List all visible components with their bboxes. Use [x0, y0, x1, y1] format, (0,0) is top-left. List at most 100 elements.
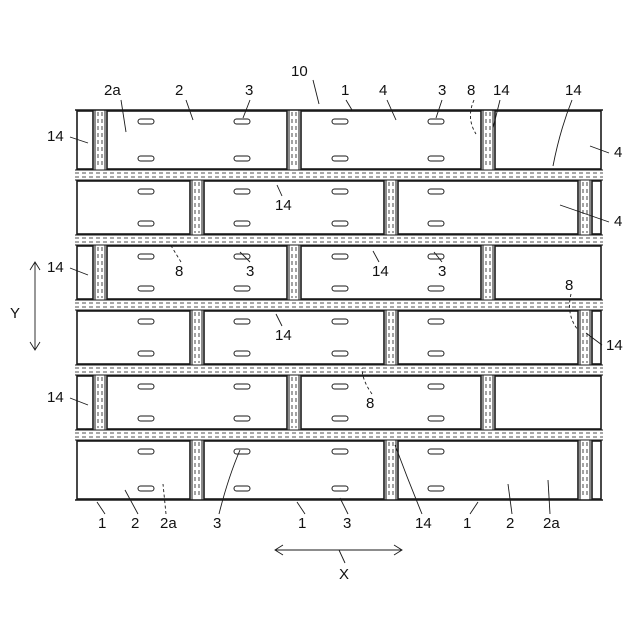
fastener-slot	[332, 254, 348, 259]
fastener-slots	[138, 119, 444, 491]
leader-1-bottom-left	[97, 502, 105, 514]
fastener-slot	[234, 286, 250, 291]
fastener-slot	[332, 221, 348, 226]
label-3-bottom-mid: 3	[343, 515, 351, 532]
fastener-slot	[428, 449, 444, 454]
fastener-slot	[234, 416, 250, 421]
leader-14-bottom	[395, 445, 422, 514]
fastener-slot	[138, 221, 154, 226]
leader-14-left-row1	[70, 137, 88, 143]
fastener-slot	[138, 189, 154, 194]
fastener-slot	[428, 221, 444, 226]
fastener-slot	[332, 416, 348, 421]
label-8-top: 8	[467, 82, 475, 99]
fastener-slot	[234, 119, 250, 124]
fastener-slot	[234, 486, 250, 491]
fastener-slot	[138, 119, 154, 124]
brick-tile	[204, 181, 384, 234]
label-14-row4: 14	[275, 327, 292, 344]
label-1-bottom-left: 1	[98, 515, 106, 532]
brick-tile	[398, 311, 578, 364]
label-14-left-row5: 14	[47, 389, 64, 406]
brick-tile	[301, 111, 481, 169]
label-14-row3: 14	[372, 263, 389, 280]
label-2-bottom-left: 2	[131, 515, 139, 532]
leader-14-row2	[277, 185, 282, 196]
fastener-slot	[332, 156, 348, 161]
fastener-slot	[234, 449, 250, 454]
label-14-left-row1: 14	[47, 128, 64, 145]
leader-4-right-row1	[590, 146, 609, 153]
label-2a-top: 2a	[104, 82, 121, 99]
fastener-slot	[332, 449, 348, 454]
label-8-right-row4: 8	[565, 277, 573, 294]
fastener-slot	[234, 351, 250, 356]
label-8-row3: 8	[175, 263, 183, 280]
fastener-slot	[332, 119, 348, 124]
label-3-row3-left: 3	[246, 263, 254, 280]
fastener-slot	[234, 254, 250, 259]
fastener-slot	[332, 351, 348, 356]
brick-tile	[107, 376, 287, 429]
fastener-slot	[138, 416, 154, 421]
brick-tile	[107, 246, 287, 299]
axis-x	[275, 545, 402, 563]
label-2a-bottom-left: 2a	[160, 515, 177, 532]
brick-tile	[495, 111, 601, 169]
fastener-slot	[428, 189, 444, 194]
label-4-right-row1: 4	[614, 144, 622, 161]
label-4-right-row2: 4	[614, 213, 622, 230]
fastener-slot	[138, 351, 154, 356]
leader-14-top	[493, 100, 500, 128]
brick-tiles	[77, 111, 601, 499]
label-x-axis: X	[339, 566, 349, 583]
leader-14-row3	[373, 251, 379, 262]
fastener-slot	[138, 486, 154, 491]
fastener-slot	[428, 384, 444, 389]
brick-tile	[398, 181, 578, 234]
leader-1-top	[346, 100, 352, 110]
leader-1-bottom-right	[470, 502, 478, 514]
brick-tile	[301, 376, 481, 429]
axis-y	[30, 262, 40, 350]
fastener-slot	[138, 319, 154, 324]
fastener-slot	[332, 486, 348, 491]
fastener-slot	[428, 351, 444, 356]
brick-tile	[77, 246, 93, 299]
brick-tile	[204, 441, 384, 499]
label-8-row5: 8	[366, 395, 374, 412]
leader-8-top	[470, 100, 476, 134]
brick-tile	[77, 181, 190, 234]
brick-tile	[592, 441, 601, 499]
label-14-right-row4: 14	[606, 337, 623, 354]
fastener-slot	[138, 449, 154, 454]
leader-3-top-right	[436, 100, 442, 118]
brick-tile	[77, 376, 93, 429]
brick-tile	[592, 311, 601, 364]
fastener-slot	[234, 221, 250, 226]
fastener-slot	[428, 156, 444, 161]
fastener-slot	[428, 119, 444, 124]
fastener-slot	[332, 319, 348, 324]
label-4-top: 4	[379, 82, 387, 99]
fastener-slot	[332, 384, 348, 389]
label-10: 10	[291, 63, 308, 80]
label-14-row2: 14	[275, 197, 292, 214]
label-14-left-row3: 14	[47, 259, 64, 276]
label-3-row3-right: 3	[438, 263, 446, 280]
leader-14-left-row3	[70, 268, 88, 275]
fastener-slot	[138, 156, 154, 161]
label-2-bottom-right: 2	[506, 515, 514, 532]
brick-tile	[398, 441, 578, 499]
leader-2-bottom-left	[125, 490, 138, 514]
fastener-slot	[234, 384, 250, 389]
leader-14-left-row5	[70, 398, 88, 405]
fastener-slot	[428, 286, 444, 291]
fastener-slot	[428, 319, 444, 324]
leader-3-top-left	[243, 100, 250, 118]
label-14-top: 14	[493, 82, 510, 99]
label-2a-bottom-right: 2a	[543, 515, 560, 532]
brick-tile	[204, 311, 384, 364]
fastener-slot	[234, 156, 250, 161]
